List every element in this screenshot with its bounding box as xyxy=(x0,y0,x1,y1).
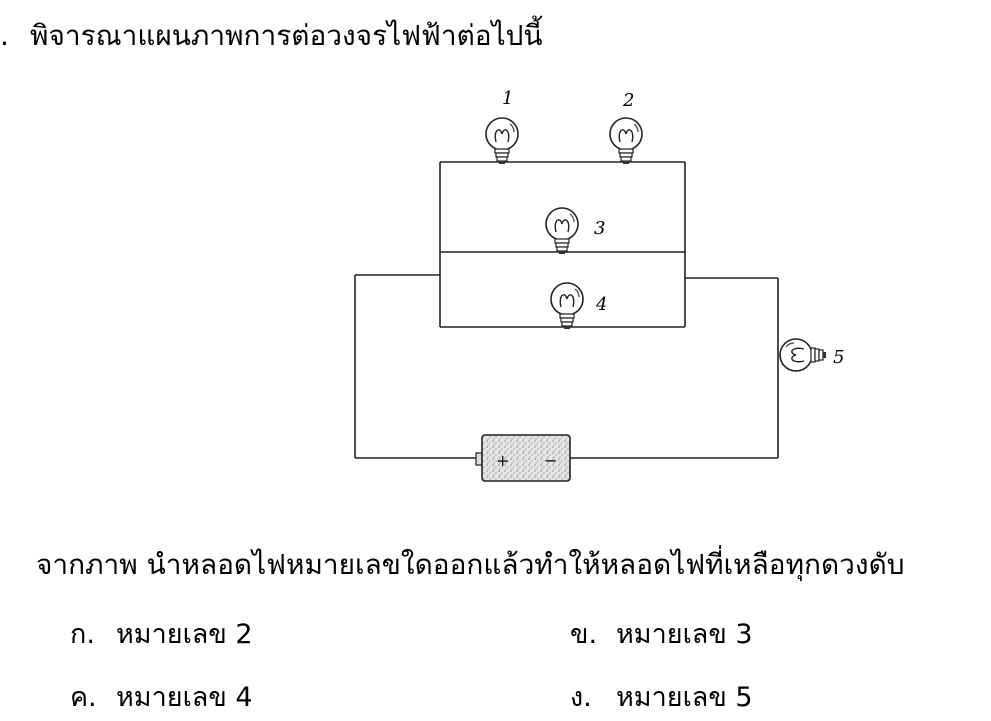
option-d-mark: ง. xyxy=(570,682,592,713)
option-b-text: หมายเลข 3 xyxy=(616,619,753,650)
option-a[interactable]: ก. หมายเลข 2 xyxy=(70,612,253,655)
battery-minus: − xyxy=(544,451,557,470)
option-a-mark: ก. xyxy=(70,619,95,650)
bulb-label-2: 2 xyxy=(622,90,634,111)
question-title: พิจารณาแผนภาพการต่อวงจรไฟฟ้าต่อไปนี้ xyxy=(30,19,543,52)
bulb-label-5: 5 xyxy=(833,347,844,368)
option-c-mark: ค. xyxy=(70,682,97,713)
question-number: . xyxy=(0,19,9,52)
parallel-branch xyxy=(439,161,686,328)
series-loop xyxy=(354,274,779,459)
battery-plus: + xyxy=(496,451,509,470)
question-heading: . พิจารณาแผนภาพการต่อวงจรไฟฟ้าต่อไปนี้ xyxy=(0,14,543,58)
bulb-5-icon xyxy=(779,338,827,372)
option-d[interactable]: ง. หมายเลข 5 xyxy=(570,675,753,718)
bulb-1-icon xyxy=(485,117,519,165)
bulb-label-4: 4 xyxy=(595,294,607,315)
circuit-diagram: 1 2 3 4 5 + − xyxy=(330,80,870,520)
option-d-text: หมายเลข 5 xyxy=(616,682,753,713)
bulb-label-3: 3 xyxy=(594,218,605,239)
option-c-text: หมายเลข 4 xyxy=(116,682,253,713)
bulb-4-icon xyxy=(550,282,584,330)
question-text: จากภาพ นำหลอดไฟหมายเลขใดออกแล้วทำให้หลอด… xyxy=(36,548,905,581)
bulb-3-icon xyxy=(545,207,579,255)
battery-icon: + − xyxy=(475,434,571,482)
option-b-mark: ข. xyxy=(570,619,598,650)
option-a-text: หมายเลข 2 xyxy=(116,619,253,650)
circuit-svg: 1 2 3 4 5 + − xyxy=(354,88,844,482)
bulb-label-1: 1 xyxy=(502,88,513,109)
option-b[interactable]: ข. หมายเลข 3 xyxy=(570,612,753,655)
option-c[interactable]: ค. หมายเลข 4 xyxy=(70,675,253,718)
bulb-2-icon xyxy=(609,117,643,165)
